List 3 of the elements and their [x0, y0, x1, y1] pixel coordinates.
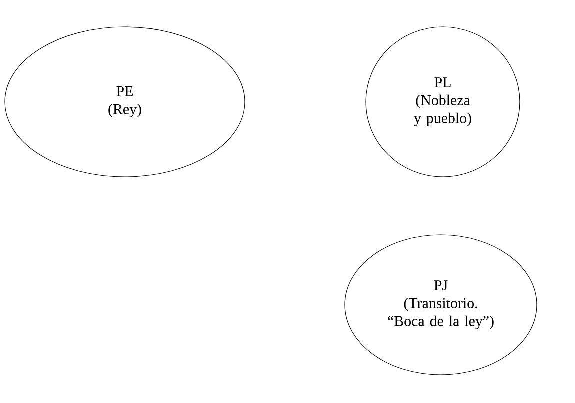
ellipse-node: PJ (Transitorio. “Boca de la ley”) — [344, 234, 538, 376]
ellipse-node: PL (Nobleza y pueblo) — [366, 26, 520, 178]
ellipse-node: PE (Rey) — [4, 26, 246, 178]
